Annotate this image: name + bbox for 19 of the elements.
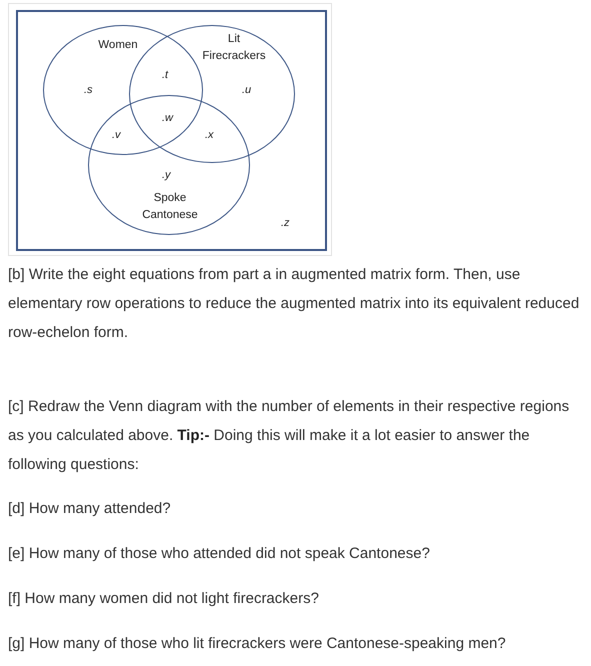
region-label: .s: [84, 84, 93, 97]
set-label: Lit Firecrackers: [201, 32, 267, 64]
region-label: .z: [281, 217, 290, 230]
set-label: Spoke Cantonese: [141, 191, 199, 223]
question-text: [d] How many attended?: [8, 499, 172, 519]
set-circle: [43, 25, 203, 155]
region-label: .x: [205, 129, 214, 142]
region-label: .y: [162, 169, 171, 182]
region-label: .w: [162, 112, 173, 125]
question-text: [b] Write the eight equations from part a in augmented matrix form. Then, use elementary row operations to reduce the augmented matrix into its equivalent reduced row-echelon form.: [8, 265, 580, 343]
question-text: [f] How many women did not light firecrackers?: [8, 589, 320, 609]
set-circle: [88, 95, 250, 235]
region-label: .t: [162, 69, 168, 82]
set-label: Women: [97, 38, 139, 53]
region-label: .u: [242, 84, 252, 97]
region-label: .v: [112, 129, 121, 142]
question-text: [e] How many of those who attended did not speak Cantonese?: [8, 544, 431, 564]
question-text: [c] Redraw the Venn diagram with the number of elements in their respective regions as you calculated above. Tip:- Doing this will make it a lot easier to answer the following questions:: [8, 397, 570, 475]
question-text: [g] How many of those who lit firecrackers were Cantonese-speaking men?: [8, 634, 507, 654]
